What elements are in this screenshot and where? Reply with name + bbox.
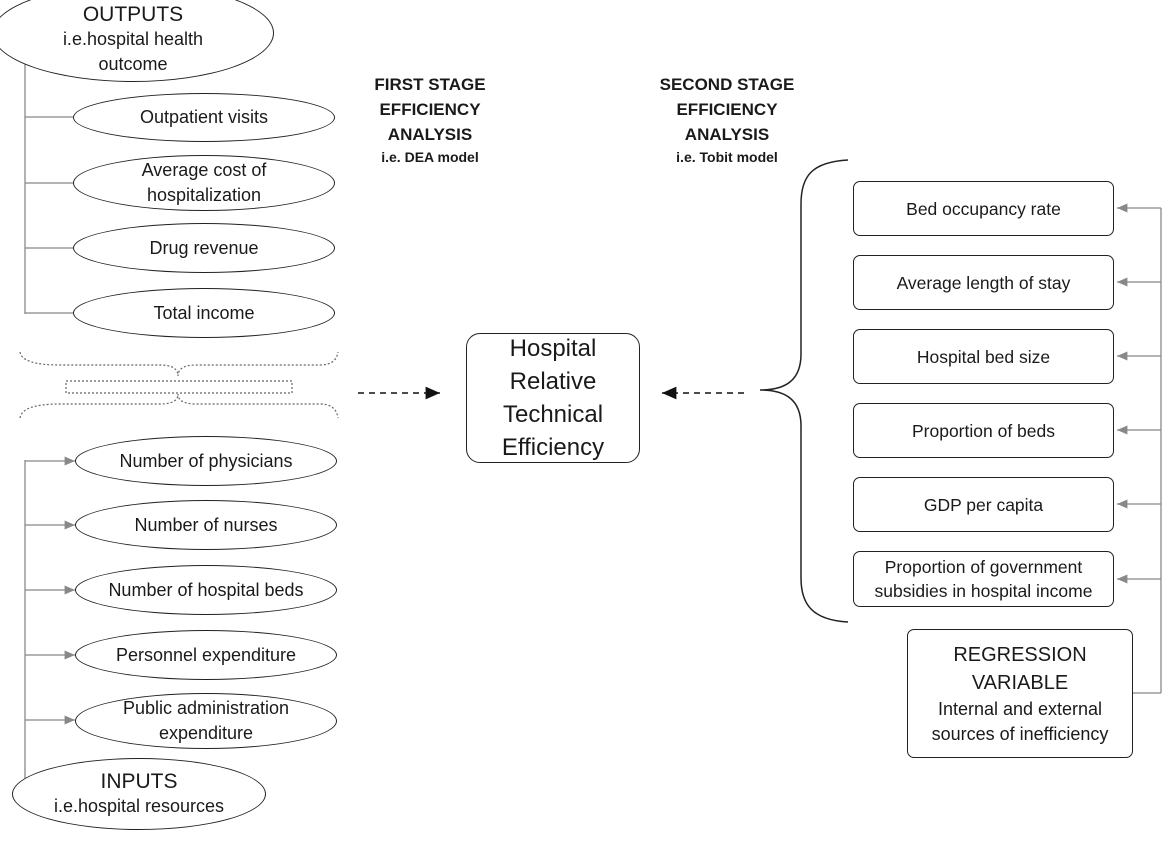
variable-average-length-of-stay: Average length of stay (853, 255, 1114, 310)
regression-variable-box: REGRESSION VARIABLE Internal and externa… (907, 629, 1133, 758)
output-item-total-income: Total income (73, 288, 335, 338)
input-item-public-administration: Public administration expenditure (75, 693, 337, 749)
output-item-drug-revenue: Drug revenue (73, 223, 335, 273)
variable-bed-occupancy-rate: Bed occupancy rate (853, 181, 1114, 236)
input-item-physicians: Number of physicians (75, 436, 337, 486)
variable-government-subsidies: Proportion of government subsidies in ho… (853, 551, 1114, 607)
second-stage-label: SECOND STAGE EFFICIENCY ANALYSIS i.e. To… (659, 75, 795, 165)
inputs-title: INPUTS (100, 769, 178, 793)
variable-proportion-of-beds: Proportion of beds (853, 403, 1114, 458)
variables-brace (759, 159, 849, 623)
outputs-subtitle: i.e.hospital health outcome (62, 29, 204, 74)
inputs-footer: INPUTS i.e.hospital resources (12, 758, 266, 830)
hospital-efficiency-box: Hospital Relative Technical Efficiency (466, 333, 640, 463)
output-item-average-cost: Average cost of hospitalization (73, 155, 335, 211)
outputs-title: OUTPUTS (82, 3, 184, 26)
input-item-personnel-expenditure: Personnel expenditure (75, 630, 337, 680)
output-item-outpatient-visits: Outpatient visits (73, 93, 335, 142)
input-item-hospital-beds: Number of hospital beds (75, 565, 337, 615)
variable-gdp-per-capita: GDP per capita (853, 477, 1114, 532)
variable-hospital-bed-size: Hospital bed size (853, 329, 1114, 384)
dotted-bracket (19, 351, 339, 419)
input-item-nurses: Number of nurses (75, 500, 337, 550)
first-stage-label: FIRST STAGE EFFICIENCY ANALYSIS i.e. DEA… (374, 75, 486, 165)
outputs-header: OUTPUTS i.e.hospital health outcome (0, 0, 274, 82)
inputs-subtitle: i.e.hospital resources (53, 795, 225, 816)
